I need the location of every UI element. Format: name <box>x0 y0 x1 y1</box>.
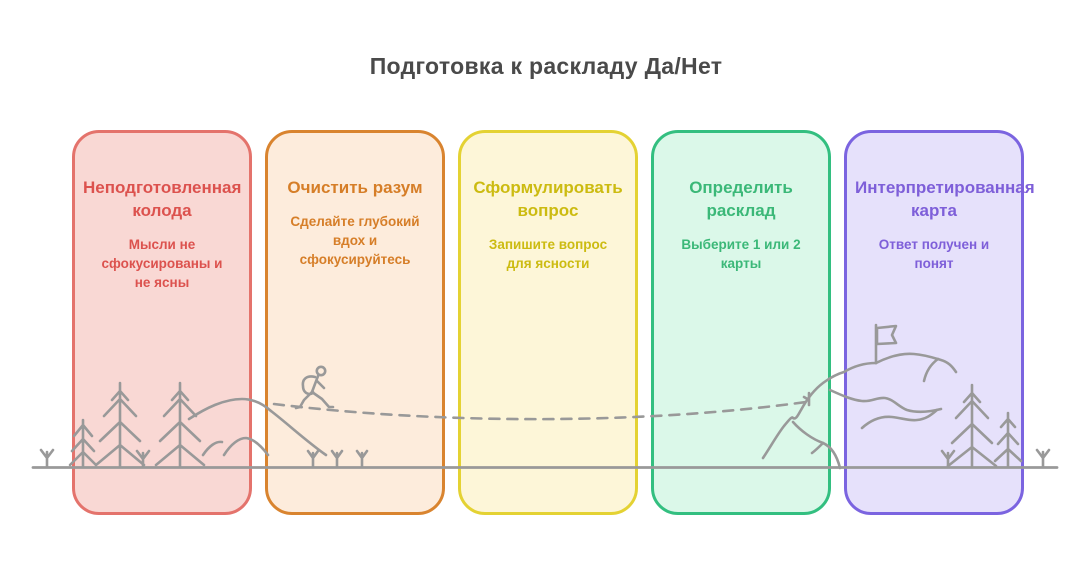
stage-card-define-spread: Определить расклад Выберите 1 или 2 карт… <box>651 130 831 515</box>
diagram-title: Подготовка к раскладу Да/Нет <box>369 53 723 79</box>
stage-card-title: Неподготовленная колода <box>83 178 242 220</box>
stage-card-title: Очистить разум <box>287 178 423 197</box>
stage-card-clear-mind: Очистить разум Сделайте глубокий вдох и … <box>265 130 445 515</box>
stage-card-description: Выберите 1 или 2 карты <box>681 236 801 272</box>
stage-card-description: Ответ получен и понят <box>878 236 990 272</box>
stage-card-title: Сформулировать вопрос <box>473 178 623 220</box>
stage-card-description: Сделайте глубокий вдох и сфокусируйтесь <box>290 213 420 268</box>
stage-card-unprepared-deck: Неподготовленная колода Мысли не сфокуси… <box>72 130 252 515</box>
stage-card-description: Запишите вопрос для ясности <box>488 236 608 272</box>
stage-card-title: Определить расклад <box>689 178 793 220</box>
stage-card-title: Интерпретированная карта <box>855 178 1035 220</box>
stage-cards-row: Неподготовленная колода Мысли не сфокуси… <box>72 130 1035 515</box>
stage-card-formulate-question: Сформулировать вопрос Запишите вопрос дл… <box>458 130 638 515</box>
stage-card-interpreted-card: Интерпретированная карта Ответ получен и… <box>844 130 1035 515</box>
stage-card-description: Мысли не сфокусированы и не ясны <box>101 236 223 291</box>
